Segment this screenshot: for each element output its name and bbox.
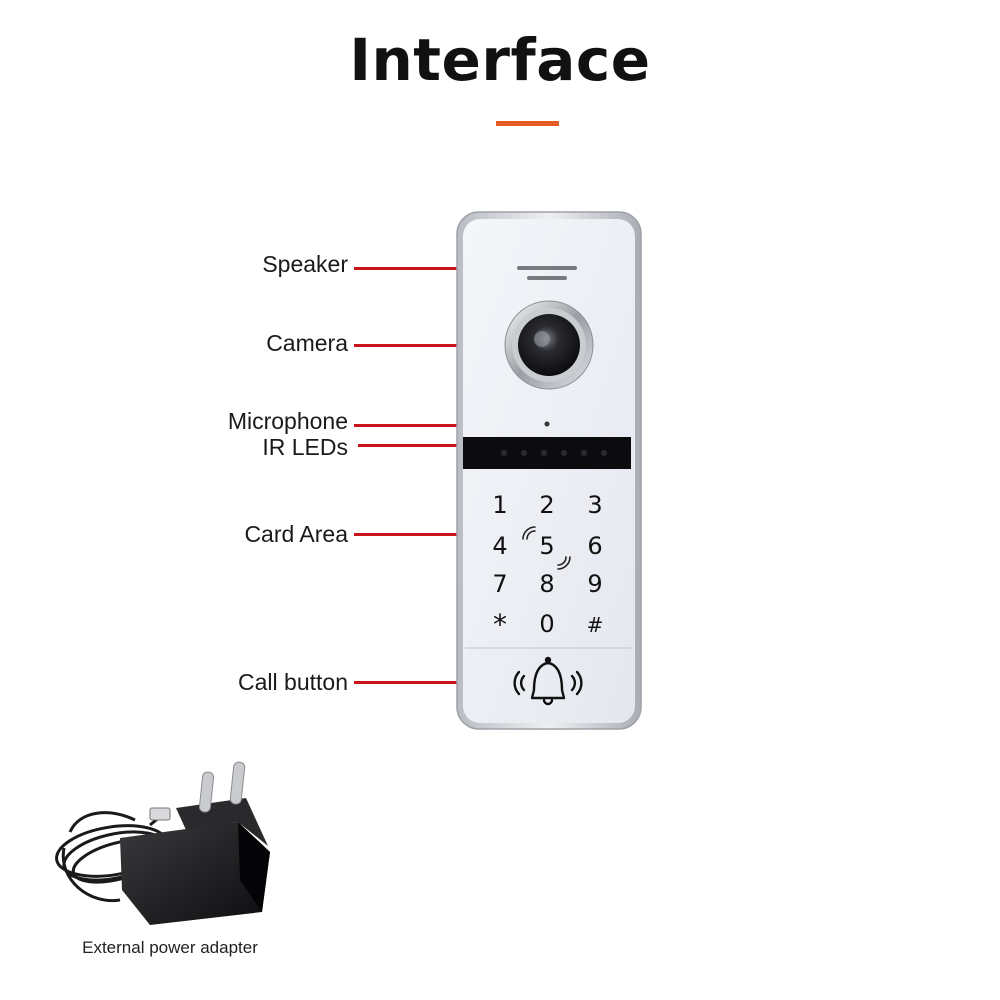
keypad-key[interactable]: 4 <box>492 532 507 560</box>
microphone-hole <box>544 421 550 427</box>
leader-line-microphone <box>354 424 544 427</box>
label-speaker: Speaker <box>262 251 348 277</box>
card-reader-icon <box>522 526 571 570</box>
adapter-caption: External power adapter <box>82 938 258 957</box>
keypad-key[interactable]: 6 <box>587 532 602 560</box>
page-title: Interface <box>349 26 651 94</box>
power-adapter-image <box>55 761 270 925</box>
keypad-key[interactable]: 8 <box>539 570 554 598</box>
leader-line-ir-leds <box>358 444 480 447</box>
title-accent-bar <box>496 121 559 126</box>
label-camera: Camera <box>266 330 348 356</box>
ir-led-strip <box>463 437 631 469</box>
camera-lens <box>504 300 594 390</box>
keypad-key[interactable]: 0 <box>539 610 554 638</box>
leader-line-card-area <box>354 533 514 536</box>
label-ir-leds: IR LEDs <box>262 434 348 460</box>
leader-line-speaker <box>354 267 514 270</box>
keypad: 1 2 3 4 5 6 7 8 9 * 0 # <box>492 491 603 641</box>
keypad-key[interactable]: 7 <box>492 570 507 598</box>
keypad-key[interactable]: # <box>587 613 604 637</box>
keypad-key[interactable]: 9 <box>587 570 602 598</box>
keypad-key[interactable]: 1 <box>492 491 507 519</box>
label-call-button: Call button <box>238 669 348 695</box>
speaker-grille <box>517 266 577 280</box>
keypad-key[interactable]: 3 <box>587 491 602 519</box>
leader-line-call-button <box>354 681 514 684</box>
keypad-key[interactable]: * <box>493 608 507 641</box>
label-microphone: Microphone <box>227 408 348 434</box>
keypad-key[interactable]: 2 <box>539 491 554 519</box>
bell-icon[interactable] <box>513 656 583 706</box>
label-card-area: Card Area <box>244 521 348 547</box>
leader-line-camera <box>354 344 504 347</box>
keypad-key[interactable]: 5 <box>539 532 554 560</box>
